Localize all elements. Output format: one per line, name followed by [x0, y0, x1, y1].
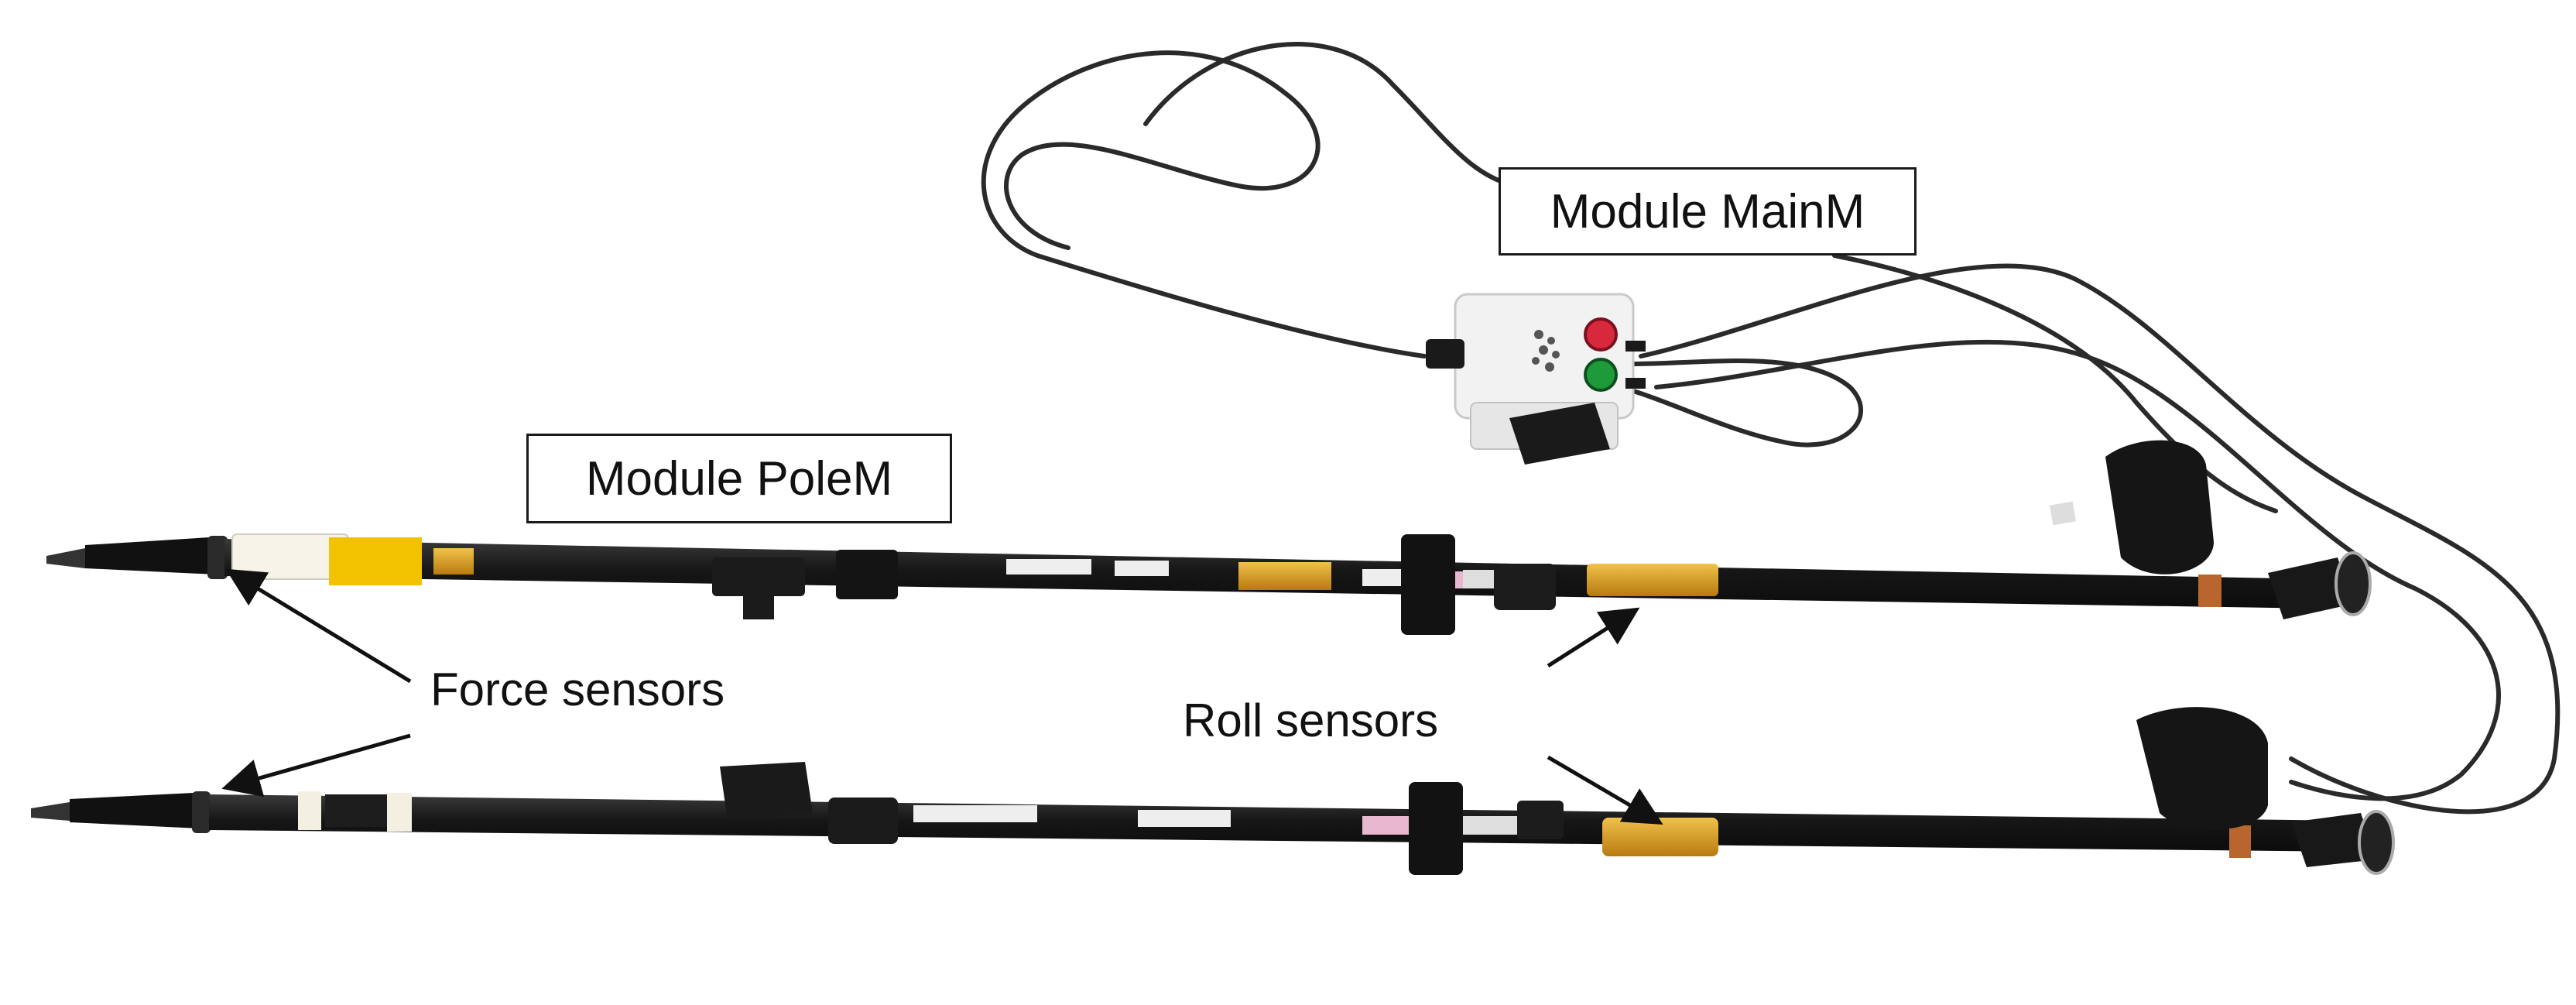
annotation-arrows: [221, 568, 1663, 825]
arrow-force-lower-icon: [221, 733, 411, 797]
button-red: [1584, 317, 1618, 352]
arrow-roll-upper-icon: [1547, 607, 1640, 668]
button-green: [1584, 358, 1618, 392]
arrow-force-upper-icon: [225, 568, 412, 684]
label-module-mainm: Module MainM: [1499, 167, 1917, 256]
lower-pole: [31, 707, 2395, 875]
upper-pole: [46, 440, 2372, 635]
arrow-roll-lower-icon: [1547, 755, 1663, 825]
label-roll-sensors: Roll sensors: [1183, 695, 1439, 746]
cable-right-outer: [1832, 253, 2278, 513]
cable-right-small-loop: [1631, 358, 1863, 448]
main-module-device: [1426, 293, 1646, 465]
label-force-sensors: Force sensors: [430, 664, 725, 715]
cable-right-long-upper: [1639, 263, 2561, 815]
cable-left-loop: [981, 50, 1427, 358]
label-module-polem: Module PoleM: [526, 434, 952, 523]
cables: [981, 42, 2561, 815]
logo-pattern: [1532, 330, 1560, 372]
cable-top-loop: [1143, 42, 1519, 188]
cable-right-long-lower: [1654, 339, 2501, 801]
